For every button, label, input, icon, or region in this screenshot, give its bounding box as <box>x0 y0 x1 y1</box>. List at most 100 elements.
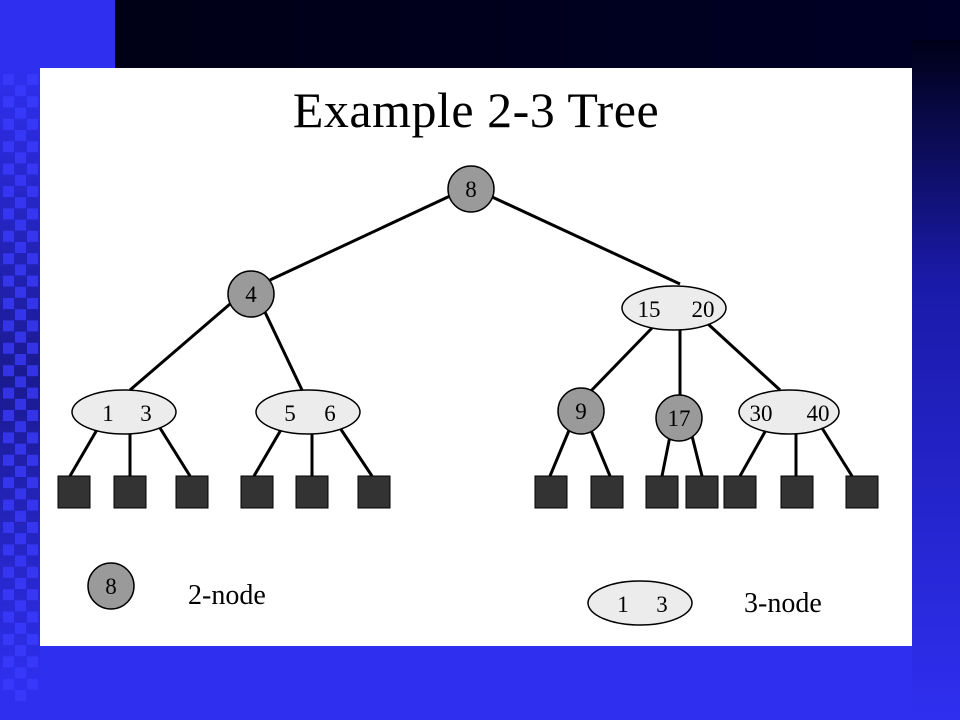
tree-diagram: 8 4 15 20 1 3 5 6 9 17 <box>57 165 879 626</box>
checker-square <box>27 522 38 533</box>
checker-square <box>27 365 38 377</box>
checker-square <box>15 600 26 612</box>
edge-4-to-1-3 <box>129 302 231 392</box>
tree-edges <box>68 194 854 477</box>
checker-square <box>27 253 38 265</box>
checker-square <box>15 690 26 701</box>
edge-1-3-leaf-1 <box>68 427 100 477</box>
checker-square <box>27 499 38 511</box>
checker-square <box>27 298 38 309</box>
legend-3-node-key-1: 1 <box>617 592 629 617</box>
checker-square <box>27 566 38 578</box>
checker-square <box>3 186 14 197</box>
checker-square <box>15 421 26 433</box>
checker-square <box>27 275 38 287</box>
content-panel: Example 2-3 Tree <box>40 68 912 646</box>
checker-square <box>3 342 14 354</box>
checker-square <box>15 667 26 679</box>
checker-square <box>3 365 14 377</box>
checker-square <box>15 578 26 589</box>
edge-9-leaf-2 <box>588 427 612 477</box>
checker-square <box>27 74 38 85</box>
checker-square <box>3 253 14 265</box>
node-1-3-key-1: 1 <box>102 401 114 426</box>
edge-9-leaf-1 <box>548 427 572 477</box>
checker-square <box>3 410 14 421</box>
checker-square <box>27 230 38 242</box>
legend-2-node-label: 2-node <box>188 580 266 611</box>
checker-square <box>27 589 38 601</box>
node-15-20-key-2: 20 <box>692 297 715 322</box>
legend-2-node-key: 8 <box>105 574 117 599</box>
leaf-node <box>685 475 719 509</box>
checker-square <box>27 96 38 108</box>
checker-square <box>3 208 14 220</box>
edge-17-leaf-1 <box>660 435 672 477</box>
checker-square <box>15 85 26 97</box>
checker-square <box>27 656 38 668</box>
node-5-6-key-1: 5 <box>284 401 296 426</box>
node-15-20-key-1: 15 <box>638 297 661 322</box>
checker-square <box>15 174 26 186</box>
node-root: 8 <box>447 165 495 213</box>
checker-square <box>27 387 38 399</box>
checker-square <box>3 298 14 309</box>
checker-square <box>15 331 26 343</box>
leaf-node <box>357 475 391 509</box>
checker-square <box>15 398 26 410</box>
checker-square <box>3 96 14 108</box>
checker-square <box>3 522 14 533</box>
node-15-20: 15 20 <box>621 285 727 331</box>
node-9-key: 9 <box>575 399 587 424</box>
checker-square <box>15 622 26 634</box>
legend-3-node-key-2: 3 <box>656 592 668 617</box>
checker-square <box>27 410 38 421</box>
checker-square <box>15 466 26 477</box>
checker-square <box>15 286 26 298</box>
checker-pattern <box>3 74 38 701</box>
leaf-node <box>534 475 568 509</box>
checker-square <box>3 544 14 556</box>
checker-square <box>3 589 14 601</box>
legend-3-node-label: 3-node <box>744 588 822 619</box>
checker-square <box>15 510 26 522</box>
checker-square <box>27 320 38 332</box>
checker-square <box>3 656 14 668</box>
legend-3-node: 1 3 3-node <box>587 580 822 626</box>
leaf-node <box>645 475 679 509</box>
checker-square <box>15 107 26 119</box>
checker-square <box>15 376 26 388</box>
edge-1-3-leaf-3 <box>158 427 192 477</box>
checker-square <box>3 678 14 690</box>
leaf-node <box>57 475 91 509</box>
leaf-node <box>590 475 624 509</box>
leaf-node <box>845 475 879 509</box>
edge-30-40-leaf-3 <box>820 427 854 477</box>
leaf-node <box>723 475 757 509</box>
checker-square <box>3 387 14 399</box>
edge-17-leaf-2 <box>690 435 704 477</box>
legend-2-node-icon <box>87 562 135 610</box>
node-4: 4 <box>227 270 275 318</box>
checker-square <box>15 219 26 231</box>
leaf-node <box>113 475 147 509</box>
leaf-nodes <box>57 475 879 509</box>
leaf-node <box>240 475 274 509</box>
checker-square <box>3 454 14 466</box>
edge-15-20-to-9 <box>586 326 654 396</box>
checker-square <box>27 611 38 623</box>
checker-square <box>15 555 26 567</box>
node-root-key: 8 <box>465 177 477 202</box>
checker-square <box>27 342 38 354</box>
edge-15-20-to-30-40 <box>706 322 782 392</box>
checker-square <box>3 118 14 130</box>
leaf-node <box>175 475 209 509</box>
checker-square <box>15 354 26 365</box>
checker-square <box>3 163 14 175</box>
checker-square <box>27 118 38 130</box>
checker-square <box>3 74 14 85</box>
checker-square <box>3 230 14 242</box>
checker-square <box>27 634 38 645</box>
node-5-6-key-2: 6 <box>324 401 336 426</box>
checker-square <box>27 454 38 466</box>
